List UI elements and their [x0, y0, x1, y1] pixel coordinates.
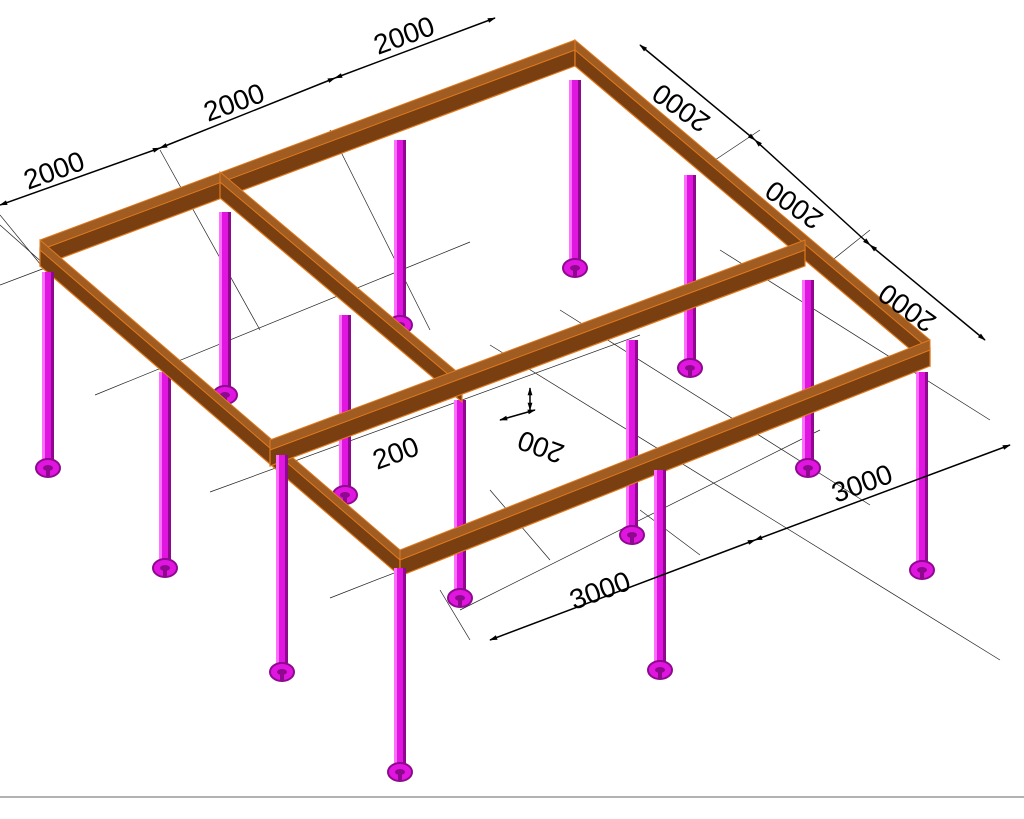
pile-tip: [573, 268, 577, 277]
dimension-line: [489, 539, 756, 641]
pile-tip: [163, 568, 167, 577]
gridline: [329, 129, 431, 331]
gridline: [0, 224, 46, 266]
beam-inner-long-top: [269, 239, 806, 451]
pile-highlight: [916, 372, 919, 570]
beam-back-top: [39, 39, 576, 251]
pile: [647, 470, 673, 680]
pile: [677, 175, 703, 378]
pile-tip: [280, 672, 284, 681]
pile-tip: [688, 368, 692, 377]
pile-shade: [925, 372, 928, 570]
gridline: [489, 344, 1001, 661]
dimension-line: [499, 409, 536, 421]
pile-tip: [343, 495, 347, 504]
pile-highlight: [159, 372, 162, 568]
pile: [269, 455, 295, 682]
pile-shade: [403, 568, 406, 772]
dimension-line: [639, 44, 756, 141]
pile-shade: [463, 400, 466, 598]
pile-tip: [920, 570, 924, 579]
pile: [909, 372, 935, 580]
dim-top-left: 2000: [19, 145, 88, 195]
pile: [387, 140, 413, 335]
pile-shade: [168, 372, 171, 568]
pile: [152, 372, 178, 578]
pile: [35, 272, 61, 478]
gridline: [94, 241, 471, 396]
pile: [447, 400, 473, 608]
pile: [387, 568, 413, 782]
pile-tip: [458, 598, 462, 607]
pile-shade: [811, 280, 814, 468]
pile-tip: [46, 468, 50, 477]
pile-highlight: [626, 340, 629, 535]
dimension-line: [869, 244, 986, 341]
gridline: [639, 509, 701, 556]
gridline: [439, 589, 471, 641]
gridline: [0, 214, 46, 271]
dimension-line: [754, 139, 871, 246]
piles-back-group: [152, 80, 821, 608]
dim-top-right: 2000: [369, 10, 438, 60]
pile-highlight: [569, 80, 572, 268]
pile-highlight: [394, 568, 397, 772]
pile-highlight: [339, 315, 342, 495]
pile-shade: [403, 140, 406, 325]
pile-shade: [663, 470, 666, 670]
dim-beam-width: 200: [368, 431, 423, 476]
dim-beam-depth: 200: [514, 424, 569, 469]
pile-shade: [635, 340, 638, 535]
dim-top-middle: 2000: [199, 77, 268, 127]
pile-highlight: [684, 175, 687, 368]
dim-bottom-left: 3000: [565, 565, 634, 615]
pile-shade: [285, 455, 288, 672]
pile-shade: [348, 315, 351, 495]
beam-back-side: [39, 47, 576, 267]
pile-highlight: [276, 455, 279, 672]
pile-shade: [51, 272, 54, 468]
dimension-line: [754, 444, 1011, 541]
pile-tip: [806, 468, 810, 477]
dimension-line: [159, 77, 336, 149]
pile-highlight: [802, 280, 805, 468]
pile-highlight: [42, 272, 45, 468]
pile-shade: [228, 212, 231, 395]
dim-bottom-right: 3000: [827, 458, 896, 508]
pile-shade: [693, 175, 696, 368]
gridline: [159, 149, 261, 331]
beam-front-top: [399, 339, 931, 561]
pile-tip: [398, 772, 402, 781]
pile: [212, 212, 238, 405]
dimension-line: [334, 17, 496, 79]
pile-highlight: [394, 140, 397, 325]
pile: [619, 340, 645, 545]
pile: [562, 80, 588, 278]
gridline: [0, 267, 46, 286]
pile-highlight: [219, 212, 222, 395]
dimension-lines: [0, 17, 1011, 641]
pile-highlight: [454, 400, 457, 598]
pile-shade: [578, 80, 581, 268]
pile-highlight: [654, 470, 657, 670]
dimension-line: [0, 147, 161, 206]
pile-tip: [658, 670, 662, 679]
pile: [795, 280, 821, 478]
pile-tip: [630, 535, 634, 544]
beam-frame: [39, 38, 931, 578]
